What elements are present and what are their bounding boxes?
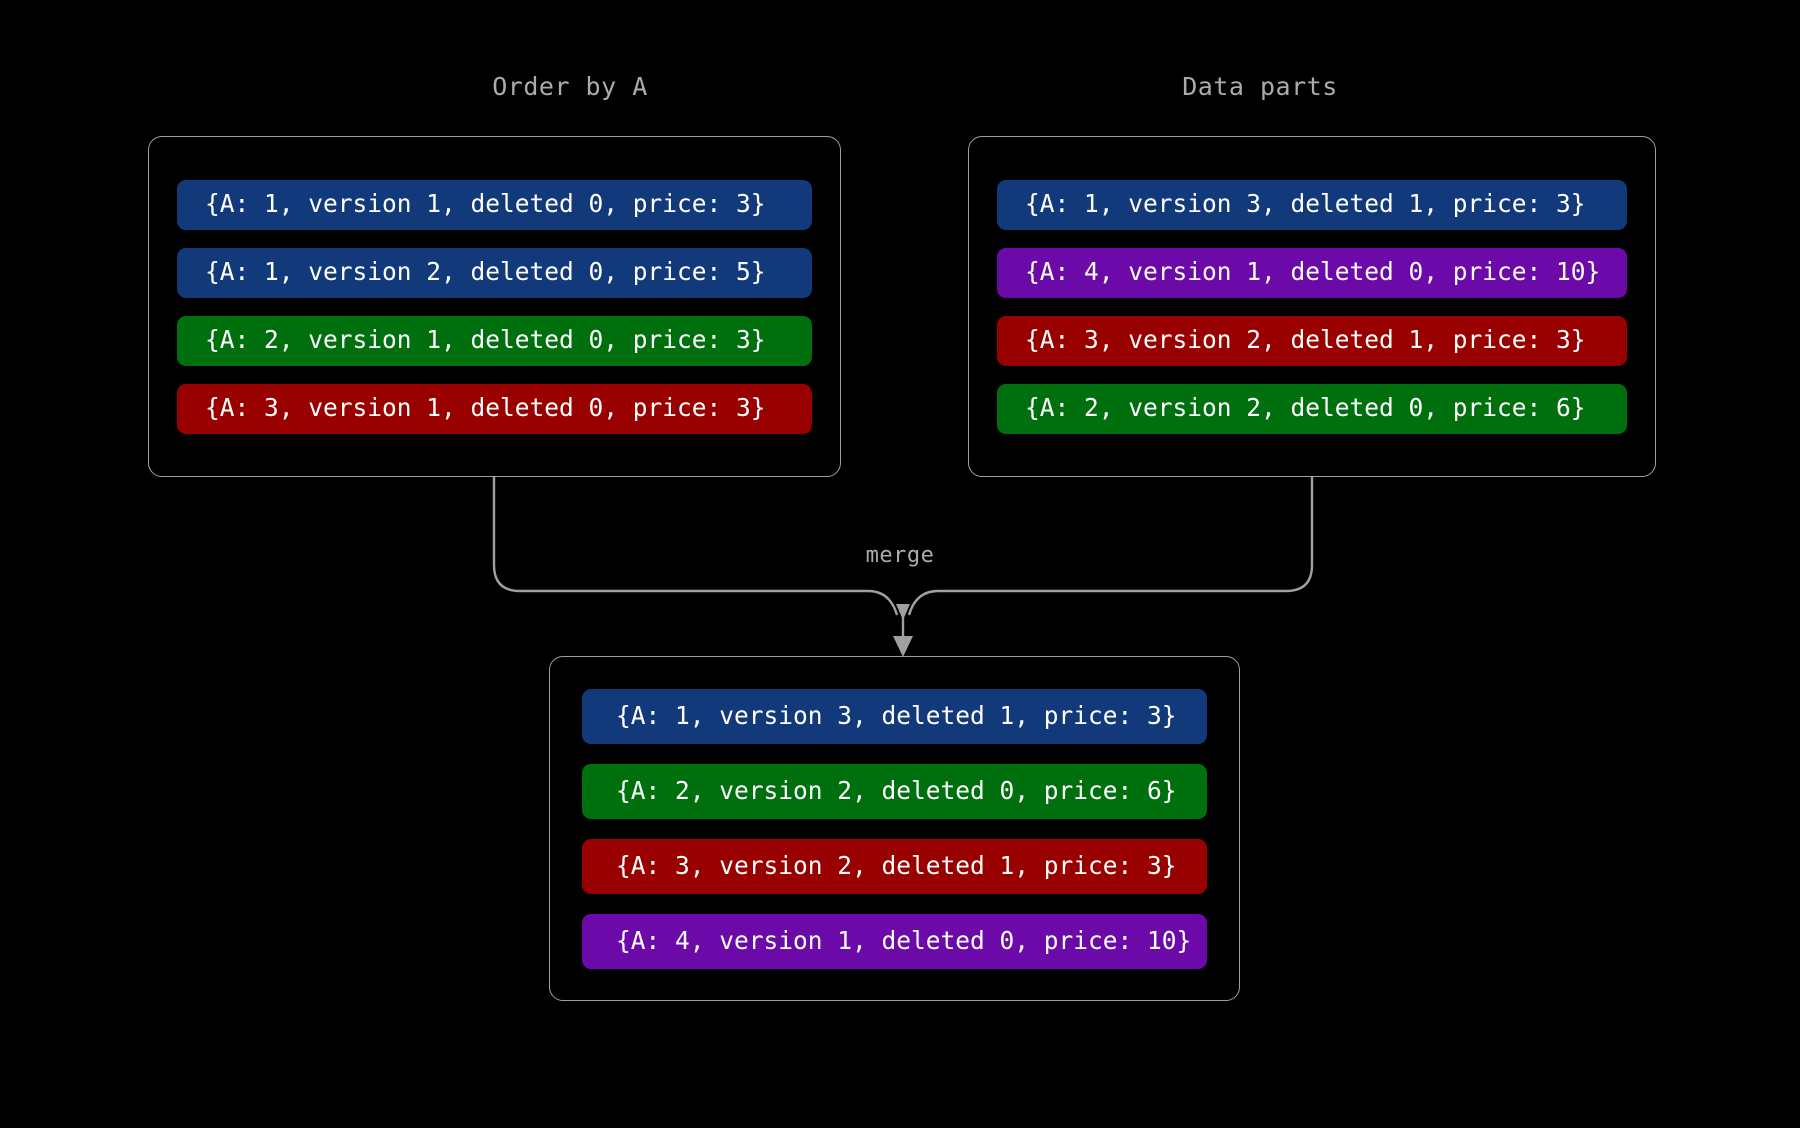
table-row[interactable]: {A: 2, version 2, deleted 0, price: 6} <box>997 383 1627 434</box>
row-list-order-by-a: {A: 1, version 1, deleted 0, price: 3} {… <box>149 137 840 476</box>
table-row[interactable]: {A: 1, version 3, deleted 1, price: 3} <box>582 688 1207 744</box>
table-row[interactable]: {A: 3, version 1, deleted 0, price: 3} <box>177 383 812 434</box>
connector-junction-arrowhead <box>896 604 910 620</box>
panel-merged-result: {A: 1, version 3, deleted 1, price: 3} {… <box>549 656 1240 1001</box>
table-row[interactable]: {A: 2, version 1, deleted 0, price: 3} <box>177 315 812 366</box>
panel-title-order-by-a: Order by A <box>492 72 648 101</box>
table-row[interactable]: {A: 3, version 2, deleted 1, price: 3} <box>582 838 1207 894</box>
panel-order-by-a: {A: 1, version 1, deleted 0, price: 3} {… <box>148 136 841 477</box>
panel-title-data-parts: Data parts <box>1182 72 1338 101</box>
merge-label: merge <box>865 543 935 568</box>
row-list-merged-result: {A: 1, version 3, deleted 1, price: 3} {… <box>550 657 1239 1000</box>
panel-data-parts: {A: 1, version 3, deleted 1, price: 3} {… <box>968 136 1656 477</box>
table-row[interactable]: {A: 4, version 1, deleted 0, price: 10} <box>997 247 1627 298</box>
table-row[interactable]: {A: 1, version 1, deleted 0, price: 3} <box>177 179 812 230</box>
table-row[interactable]: {A: 1, version 2, deleted 0, price: 5} <box>177 247 812 298</box>
connector-arrowhead <box>893 636 913 657</box>
table-row[interactable]: {A: 2, version 2, deleted 0, price: 6} <box>582 763 1207 819</box>
table-row[interactable]: {A: 4, version 1, deleted 0, price: 10} <box>582 913 1207 969</box>
table-row[interactable]: {A: 3, version 2, deleted 1, price: 3} <box>997 315 1627 366</box>
row-list-data-parts: {A: 1, version 3, deleted 1, price: 3} {… <box>969 137 1655 476</box>
table-row[interactable]: {A: 1, version 3, deleted 1, price: 3} <box>997 179 1627 230</box>
